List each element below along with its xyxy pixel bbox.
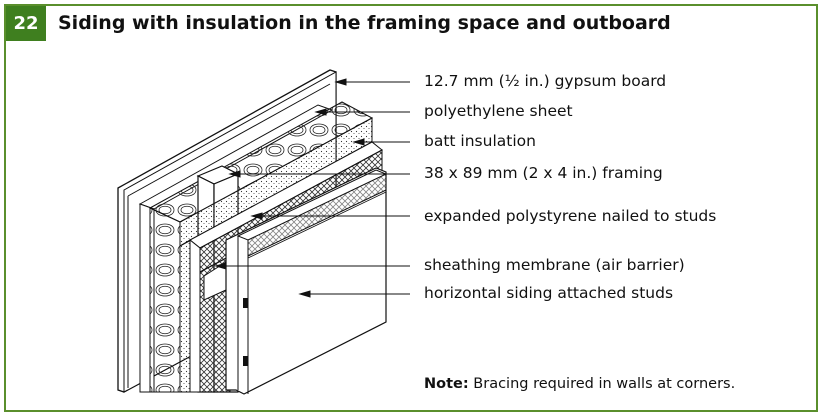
label-sheathing-membrane: sheathing membrane (air barrier) <box>424 256 685 274</box>
label-horizontal-siding: horizontal siding attached studs <box>424 284 674 302</box>
note-prefix: Note: <box>424 376 469 392</box>
figure-number: 22 <box>6 6 46 41</box>
horizontal-siding <box>225 167 388 395</box>
label-batt-insulation: batt insulation <box>424 132 536 150</box>
note-text: Bracing required in walls at corners. <box>473 376 736 392</box>
figure-title: Siding with insulation in the framing sp… <box>58 12 671 34</box>
label-gypsum-board: 12.7 mm (½ in.) gypsum board <box>424 72 667 90</box>
label-framing: 38 x 89 mm (2 x 4 in.) framing <box>424 164 663 182</box>
leader-lines <box>214 78 410 298</box>
label-polyethylene-sheet: polyethylene sheet <box>424 102 573 120</box>
note: Note: Bracing required in walls at corne… <box>424 376 735 392</box>
label-expanded-polystyrene: expanded polystyrene nailed to studs <box>424 207 717 225</box>
